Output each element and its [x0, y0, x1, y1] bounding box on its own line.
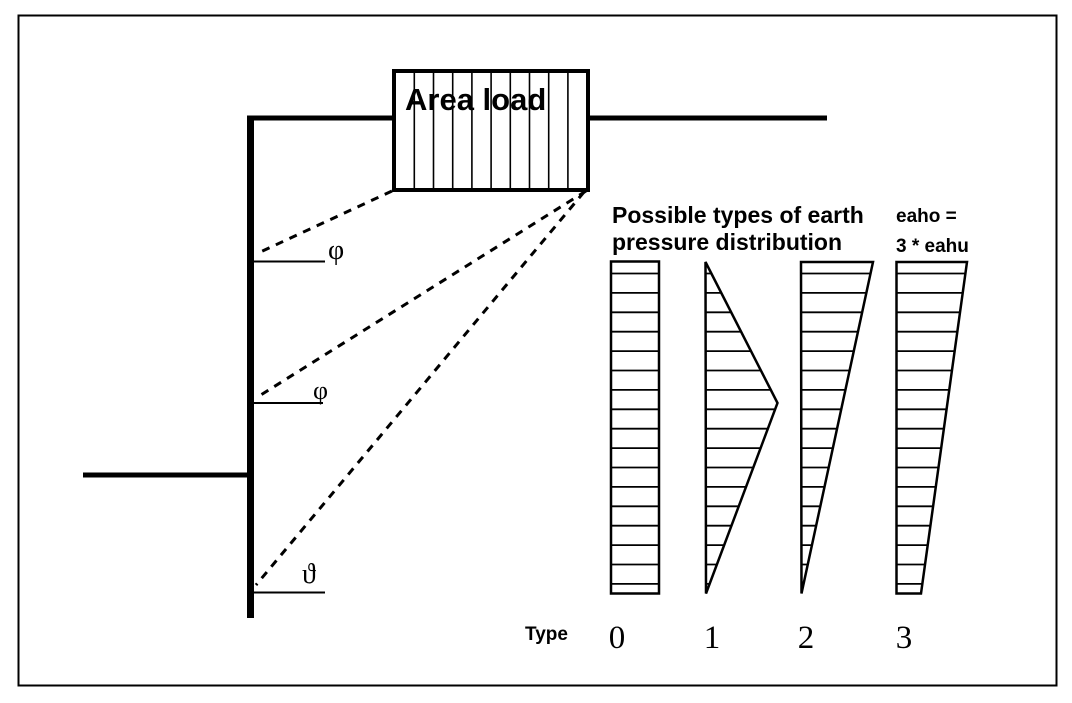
eaho-note-line1: eaho = — [896, 206, 957, 227]
type-3-hatching — [896, 272, 967, 585]
angle-symbol-middle-phi: φ — [313, 376, 328, 405]
distribution-shape-type-0 — [609, 260, 661, 595]
eaho-note-line2: 3 * eahu — [896, 236, 969, 257]
type-row-label: Type — [525, 624, 568, 645]
distribution-shape-type-2 — [799, 260, 875, 594]
angle-symbol-upper-phi: φ — [328, 235, 344, 266]
type-1-label: 1 — [704, 620, 721, 656]
spread-line-lower-theta — [254, 191, 586, 586]
figure-frame-border — [17, 14, 1058, 687]
distribution-shape-type-1 — [704, 261, 779, 594]
type-0-hatching — [611, 272, 659, 585]
area-load-hatching — [413, 73, 569, 188]
spread-line-middle-phi — [255, 189, 587, 400]
type-2-label: 2 — [798, 620, 815, 656]
spread-line-upper-phi — [255, 189, 393, 256]
type-0-label: 0 — [609, 620, 626, 656]
panel-title-line1: Possible types of earth — [612, 202, 864, 228]
distribution-shape-type-3 — [895, 260, 969, 595]
type-3-label: 3 — [896, 620, 913, 656]
area-load-label: Area load — [405, 82, 546, 117]
panel-title-line2: pressure distribution — [612, 229, 842, 255]
angle-symbol-lower-theta: ϑ — [302, 559, 316, 590]
